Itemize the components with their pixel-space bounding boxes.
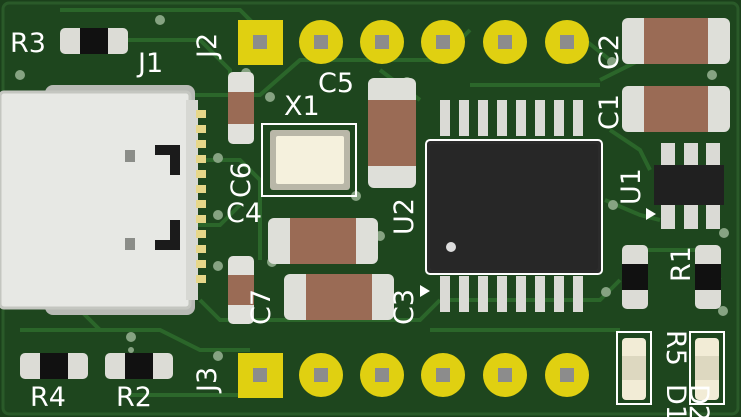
capacitor-c2 — [622, 18, 730, 64]
usb-c-pins — [196, 110, 206, 283]
ic-u2 — [420, 100, 603, 312]
crystal-x1 — [261, 123, 357, 197]
label-c7: C7 — [246, 289, 277, 325]
led-d1 — [689, 331, 725, 405]
capacitor-c5 — [368, 78, 416, 188]
header-j2 — [238, 20, 589, 65]
label-r2: R2 — [116, 382, 152, 413]
usb-c-connector — [0, 85, 198, 315]
label-c2: C2 — [594, 34, 625, 70]
label-j3: J3 — [192, 367, 223, 394]
label-d2: D2 — [683, 384, 714, 417]
label-r5: R5 — [660, 330, 691, 366]
capacitor-c7 — [228, 256, 254, 324]
capacitor-c4 — [268, 218, 378, 264]
capacitor-c1 — [622, 86, 730, 132]
label-j2: J2 — [192, 33, 223, 60]
label-c6: C6 — [226, 162, 257, 198]
label-c4: C4 — [226, 198, 262, 229]
label-u2: U2 — [389, 198, 420, 235]
resistor-r3 — [60, 28, 128, 54]
led-d2 — [616, 331, 652, 405]
resistor-r5 — [622, 245, 648, 309]
label-x1: X1 — [284, 91, 320, 122]
label-c5: C5 — [318, 68, 354, 99]
resistor-r1 — [695, 245, 721, 309]
capacitor-c3 — [284, 274, 394, 320]
label-r4: R4 — [30, 382, 66, 413]
label-r1: R1 — [666, 246, 697, 282]
resistor-r2 — [105, 353, 173, 379]
label-u1: U1 — [616, 168, 647, 205]
label-j1: J1 — [136, 48, 163, 79]
label-d1: D1 — [660, 384, 691, 417]
resistor-r4 — [20, 353, 88, 379]
label-c3: C3 — [389, 289, 420, 325]
header-j3 — [238, 353, 589, 398]
capacitor-c6 — [228, 72, 254, 144]
ic-u1 — [646, 143, 724, 229]
label-c1: C1 — [594, 94, 625, 130]
label-r3: R3 — [10, 28, 46, 59]
